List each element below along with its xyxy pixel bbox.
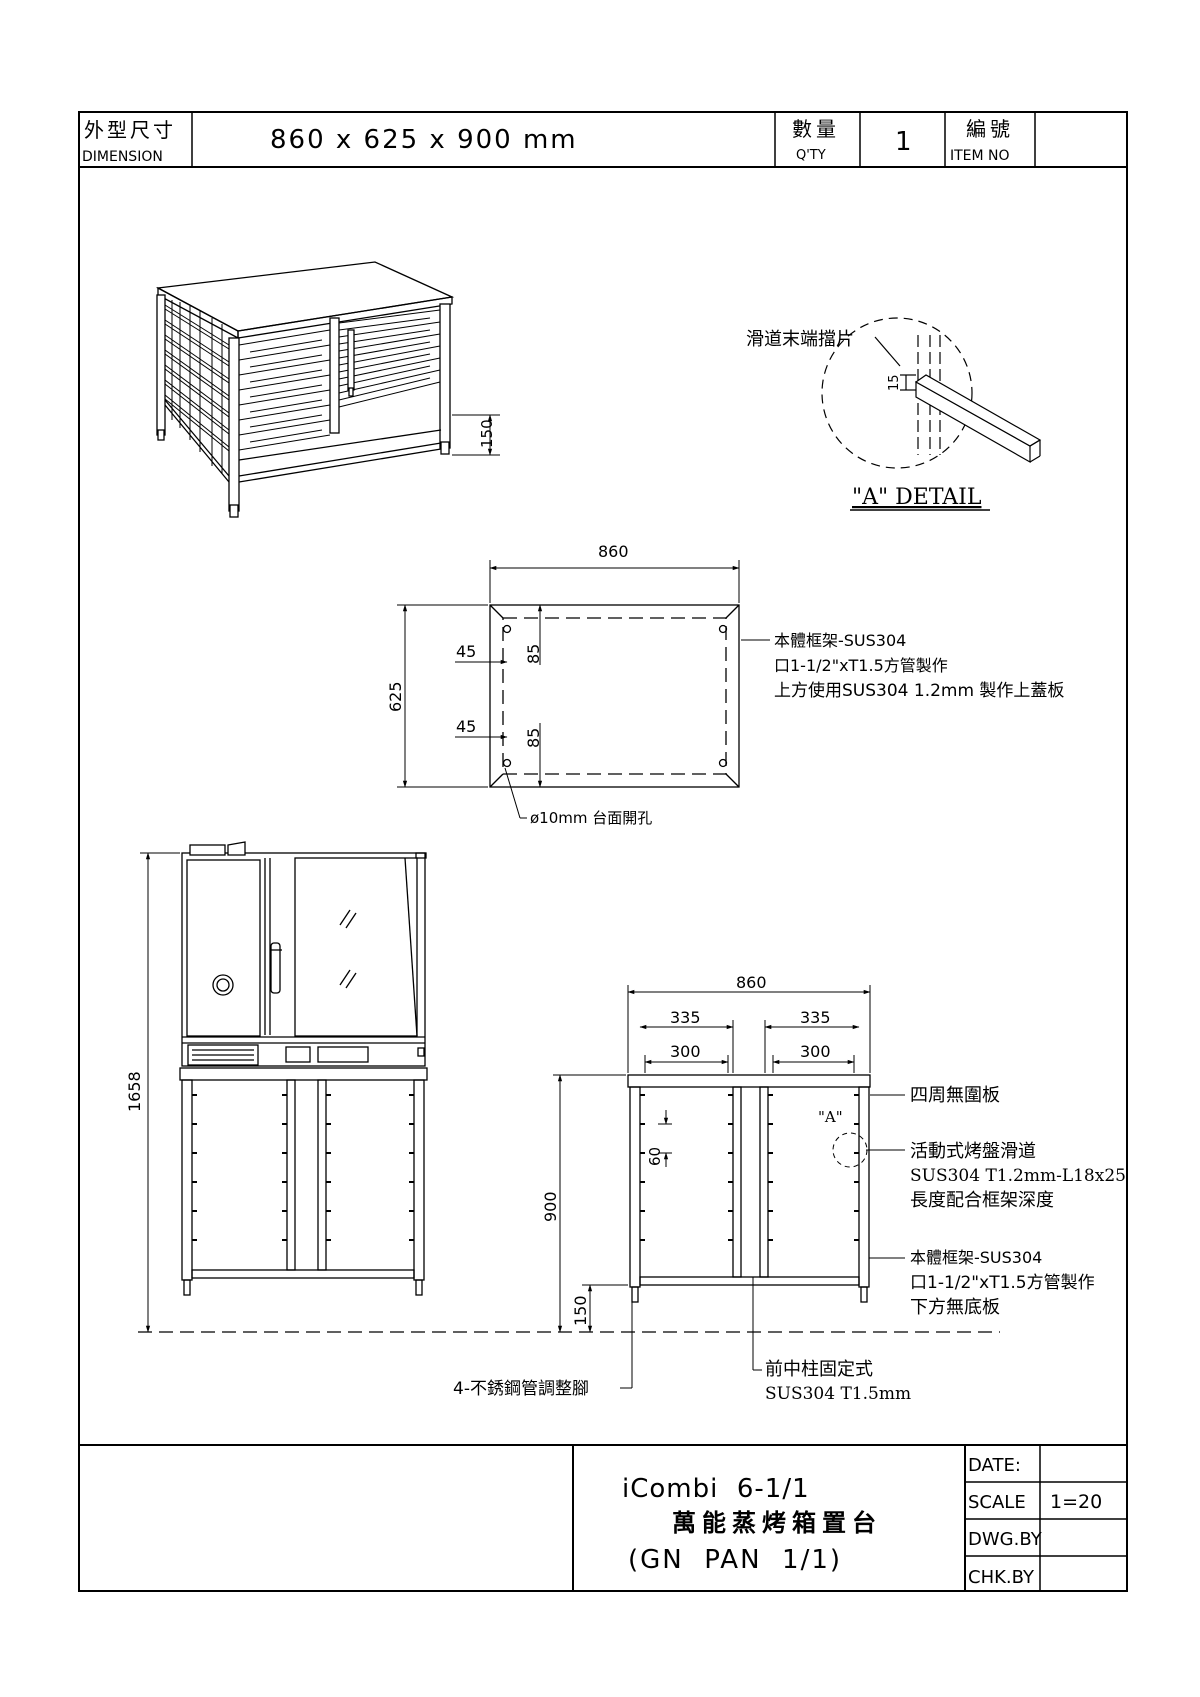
top-dim-inset-2: 85 <box>524 728 543 748</box>
front-note-frame-1: 本體框架-SUS304 <box>910 1248 1042 1267</box>
top-dim-depth: 625 <box>386 681 405 712</box>
front-dim-inner-2: 300 <box>800 1042 831 1061</box>
front-dim-half-2: 335 <box>800 1008 831 1027</box>
detail-a-label: 滑道末端擋片 <box>746 329 854 350</box>
side-view-dimension <box>140 852 180 1333</box>
front-note-feet: 4-不銹鋼管調整腳 <box>453 1379 589 1399</box>
front-note-frame-3: 下方無底板 <box>910 1297 1000 1318</box>
side-view <box>179 841 428 1296</box>
top-frame-note-3: 上方使用SUS304 1.2mm 製作上蓋板 <box>774 680 1064 701</box>
scale-label: SCALE <box>968 1492 1026 1513</box>
side-dim-total-height: 1658 <box>125 1071 144 1112</box>
top-view <box>489 604 740 788</box>
top-hole-note: ø10mm 台面開孔 <box>530 809 652 827</box>
top-frame-note-1: 本體框架-SUS304 <box>774 631 906 650</box>
top-view-dimensions <box>397 560 770 819</box>
front-note-rail-1: 活動式烤盤滑道 <box>910 1141 1036 1162</box>
top-dim-offset-2: 45 <box>456 717 476 736</box>
item-label-zh: 編號 <box>966 117 1014 141</box>
iso-dimension-150 <box>452 414 500 456</box>
detail-a-title: "A" DETAIL <box>852 485 982 510</box>
dimension-label-en: DIMENSION <box>82 149 163 165</box>
front-dim-total-width: 860 <box>736 973 767 992</box>
front-note-apron: 四周無圍板 <box>910 1085 1000 1106</box>
front-note-post-2: SUS304 T1.5mm <box>765 1384 911 1404</box>
chk-label: CHK.BY <box>968 1567 1035 1588</box>
product-line-1: iCombi 6-1/1 <box>622 1474 810 1504</box>
sheet-border <box>78 111 1128 1592</box>
front-dim-height: 900 <box>541 1191 560 1222</box>
qty-label-en: Q'TY <box>796 148 826 163</box>
front-view <box>627 1074 871 1303</box>
qty-value: 1 <box>895 127 912 157</box>
title-block-bottom <box>79 1444 1127 1591</box>
dimension-value: 860 x 625 x 900 mm <box>270 125 578 155</box>
front-note-post-1: 前中柱固定式 <box>765 1359 873 1380</box>
qty-label-zh: 數量 <box>792 117 840 141</box>
product-line-2: 萬能蒸烤箱置台 <box>672 1509 882 1537</box>
product-line-3: (GN PAN 1/1) <box>628 1545 842 1575</box>
top-frame-note-2: 口1-1/2"xT1.5方管製作 <box>774 656 948 675</box>
iso-dim-leg: 150 <box>478 419 496 448</box>
top-dim-inset-1: 85 <box>524 644 543 664</box>
top-dim-width: 860 <box>598 542 629 561</box>
isometric-view <box>155 261 455 518</box>
front-view-dimensions <box>553 985 905 1389</box>
detail-a <box>821 317 1042 469</box>
front-dim-inner-1: 300 <box>670 1042 701 1061</box>
title-block-top: 外型尺寸 DIMENSION 860 x 625 x 900 mm 數量 Q'T… <box>79 112 1127 168</box>
detail-a-dim: 15 <box>887 374 902 391</box>
front-note-frame-2: 口1-1/2"xT1.5方管製作 <box>910 1273 1095 1293</box>
front-note-rail-3: 長度配合框架深度 <box>910 1190 1054 1211</box>
date-label: DATE: <box>968 1455 1021 1476</box>
front-dim-rail-pitch: 60 <box>646 1147 664 1166</box>
front-detail-callout: "A" <box>818 1108 843 1126</box>
front-dim-leg: 150 <box>571 1295 590 1326</box>
dwg-label: DWG.BY <box>968 1529 1043 1550</box>
dimension-label-zh: 外型尺寸 <box>84 118 176 142</box>
item-label-en: ITEM NO <box>950 148 1010 164</box>
scale-value: 1=20 <box>1050 1491 1102 1513</box>
front-note-rail-2: SUS304 T1.2mm-L18x25 <box>910 1166 1126 1186</box>
top-dim-offset-1: 45 <box>456 642 476 661</box>
front-dim-half-1: 335 <box>670 1008 701 1027</box>
